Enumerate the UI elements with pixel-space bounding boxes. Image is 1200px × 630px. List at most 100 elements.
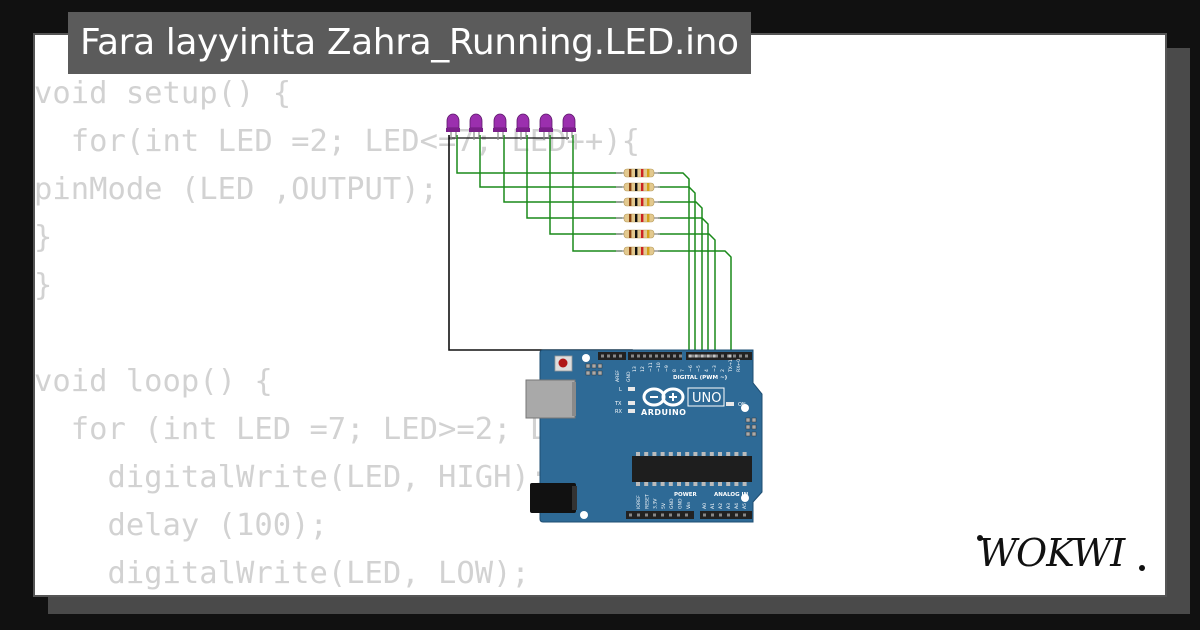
resistor-body [623, 246, 655, 256]
header-pin [721, 354, 724, 358]
wires [448, 135, 732, 355]
uno-label: UNO [692, 391, 721, 406]
pin-label: 5V [661, 502, 667, 509]
resistors [616, 168, 660, 256]
uno-badge [687, 387, 725, 407]
header-pin [709, 354, 712, 358]
header-pin [735, 513, 738, 517]
analog-label: ANALOG IN [714, 492, 749, 498]
pin-label: A5 [742, 503, 748, 509]
resistor-band [635, 198, 638, 206]
power-label: POWER [674, 492, 698, 498]
pin-label: A1 [710, 503, 716, 509]
resistor [616, 246, 660, 256]
led-body [469, 113, 483, 129]
pin-wire [658, 217, 709, 352]
header-block [626, 511, 694, 519]
resistor-band [629, 214, 632, 222]
icsp-pin [597, 370, 603, 376]
chip-pin [701, 452, 706, 456]
icsp-pin [745, 431, 751, 437]
header-pin [613, 354, 616, 358]
header-block [598, 352, 626, 360]
pin-wire [658, 172, 690, 352]
power-jack [530, 483, 576, 513]
header-pin [661, 354, 664, 358]
icsp-header [745, 417, 757, 437]
icsp-pin [751, 431, 757, 437]
header-pin [601, 354, 604, 358]
pin-label: ~5 [696, 365, 702, 372]
chip-pin [668, 482, 673, 486]
wokwi-logo-dot [1139, 565, 1145, 571]
icsp-pin [585, 363, 591, 369]
header-pin [649, 354, 652, 358]
header-pin [711, 513, 714, 517]
led-wire [456, 135, 622, 174]
resistor-band [635, 214, 638, 222]
atmega-chip [632, 456, 752, 482]
page-title: Fara layyinita Zahra_Running.LED.ino [68, 12, 751, 74]
led-base [516, 128, 530, 132]
pin-label: 7 [680, 369, 686, 372]
chip-pin [726, 452, 731, 456]
pin-label: ~9 [664, 365, 670, 372]
icsp-pin [751, 417, 757, 423]
code-line: } [34, 268, 53, 303]
pin-label: ~11 [648, 362, 654, 372]
chip-pin [693, 452, 698, 456]
header-pin [631, 354, 634, 358]
pin-wire [658, 233, 716, 352]
arduino-infinity-logo [642, 387, 685, 407]
resistor-band [641, 198, 644, 206]
header-pin-used [688, 354, 692, 358]
header-pin [669, 513, 672, 517]
power-jack-shell [572, 486, 577, 510]
chip-pin [636, 452, 640, 456]
led-base [469, 128, 483, 132]
header-pin [637, 513, 640, 517]
header-pin [745, 354, 748, 358]
led [516, 113, 530, 140]
resistor-band [635, 183, 638, 191]
pin-label: RESET [644, 494, 650, 509]
resistor [616, 168, 660, 178]
chip-pin [734, 452, 739, 456]
reset-button-cap[interactable] [558, 358, 568, 368]
icsp-pin [745, 417, 751, 423]
pin-label: A0 [702, 503, 708, 509]
resistor-band [629, 169, 632, 177]
resistor-band [635, 230, 638, 238]
resistor-band [647, 169, 650, 177]
pin-label: 3.3V [653, 498, 659, 509]
header-pin [733, 354, 736, 358]
led-body [539, 113, 553, 129]
pin-label: Vin [686, 502, 692, 509]
header-pin [607, 354, 610, 358]
mounting-hole [741, 404, 749, 412]
chip-pins [636, 452, 747, 486]
pin-label: ~6 [688, 365, 694, 372]
header-pin [743, 513, 746, 517]
header-pin-used [712, 354, 716, 358]
chip-pin [718, 452, 722, 456]
chip-pin [718, 482, 722, 486]
header-pin [715, 354, 718, 358]
pin-label: ~10 [656, 362, 662, 372]
header-pin [685, 513, 688, 517]
analog-header [700, 511, 752, 519]
pin-label: 12 [640, 366, 646, 372]
resistor-band [629, 198, 632, 206]
pin-label: IOREF [636, 495, 642, 509]
resistor-band [641, 169, 644, 177]
ground-wire [448, 135, 633, 355]
header-pin [703, 354, 706, 358]
header-pin [653, 513, 656, 517]
header-pin [629, 513, 632, 517]
wokwi-logo-text: WOKWI [978, 531, 1126, 575]
chip-pin [668, 452, 673, 456]
chip-pin [709, 482, 714, 486]
l-label: L [619, 387, 622, 393]
